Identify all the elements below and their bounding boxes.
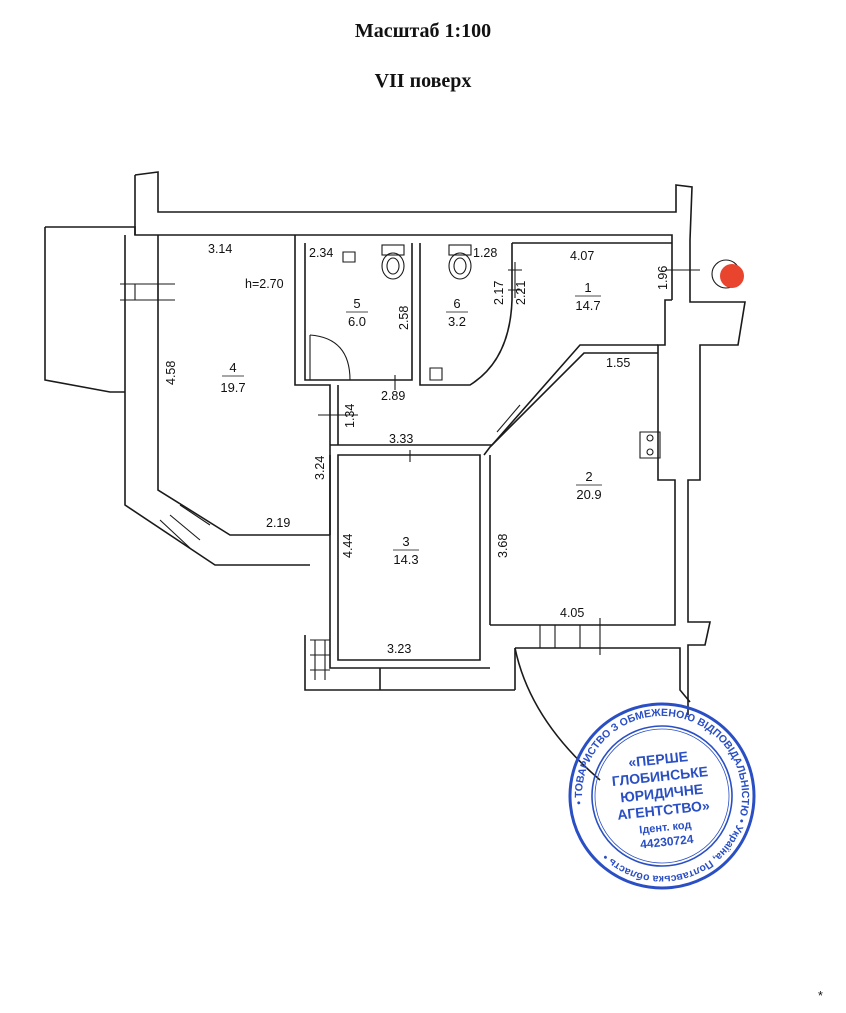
- dim-r6-left: 2.17: [492, 281, 506, 305]
- ceiling-height: h=2.70: [245, 277, 284, 291]
- dim-r1-right: 1.96: [656, 266, 670, 290]
- stray-mark: *: [818, 989, 823, 1003]
- room-number: 2: [585, 469, 592, 484]
- dim-r5-right: 2.58: [397, 306, 411, 330]
- walls: [44, 171, 746, 781]
- location-marker: [711, 259, 744, 289]
- dim-r6-top: 1.28: [473, 246, 497, 260]
- scale-title: Масштаб 1:100: [354, 20, 492, 42]
- dim-r4-right: 3.24: [313, 456, 327, 480]
- floor-title: VII поверх: [374, 70, 472, 92]
- room-area: 19.7: [220, 380, 245, 395]
- stamp-line5: Ідент. код: [639, 819, 692, 836]
- dim-r4-top: 3.14: [208, 242, 232, 256]
- room-number: 5: [353, 296, 360, 311]
- toilet-icon: [448, 244, 472, 280]
- room-area: 3.2: [448, 314, 466, 329]
- dim-r3-left: 4.44: [341, 534, 355, 558]
- dim-r3-top: 3.33: [389, 432, 413, 446]
- dim-r6-right: 2.21: [514, 281, 528, 305]
- dim-r1-top: 4.07: [570, 249, 594, 263]
- interior-walls: [294, 235, 672, 690]
- room-number: 6: [453, 296, 460, 311]
- room-area: 14.7: [575, 298, 600, 313]
- room-area: 20.9: [576, 487, 601, 502]
- room-label-5: 5 6.0: [346, 296, 368, 329]
- room-label-3: 3 14.3: [393, 534, 419, 567]
- red-marker: [720, 264, 744, 288]
- dim-hall-side: 1.34: [343, 404, 357, 428]
- dim-r2-bottom: 4.05: [560, 606, 584, 620]
- room-number: 3: [402, 534, 409, 549]
- dim-r4-bottom: 2.19: [266, 516, 290, 530]
- dim-r5-top: 2.34: [309, 246, 333, 260]
- stamp-line6: 44230724: [640, 832, 695, 852]
- room-number: 4: [229, 360, 236, 375]
- stamp-line1: «ПЕРШЕ: [627, 748, 688, 770]
- dimension-labels: 3.14 4.58 3.24 2.19 2.34 2.58 1.28 2.17 …: [164, 242, 670, 656]
- dim-r2-top: 1.55: [606, 356, 630, 370]
- openings: [120, 251, 700, 680]
- dim-r4-left: 4.58: [164, 361, 178, 385]
- toilet-icon: [381, 244, 405, 280]
- room-label-1: 1 14.7: [575, 280, 601, 313]
- dim-r2-left: 3.68: [496, 534, 510, 558]
- room-area: 14.3: [393, 552, 418, 567]
- dim-hall-bottom: 2.89: [381, 389, 405, 403]
- room-area: 6.0: [348, 314, 366, 329]
- room-label-4: 4 19.7: [220, 360, 245, 395]
- room-number: 1: [584, 280, 591, 295]
- room-label-2: 2 20.9: [576, 469, 602, 502]
- dim-r3-bottom: 3.23: [387, 642, 411, 656]
- company-stamp: • ТОВАРИСТВО З ОБМЕЖЕНОЮ ВІДПОВІДАЛЬНІСТ…: [564, 698, 760, 894]
- room-label-6: 6 3.2: [446, 296, 468, 329]
